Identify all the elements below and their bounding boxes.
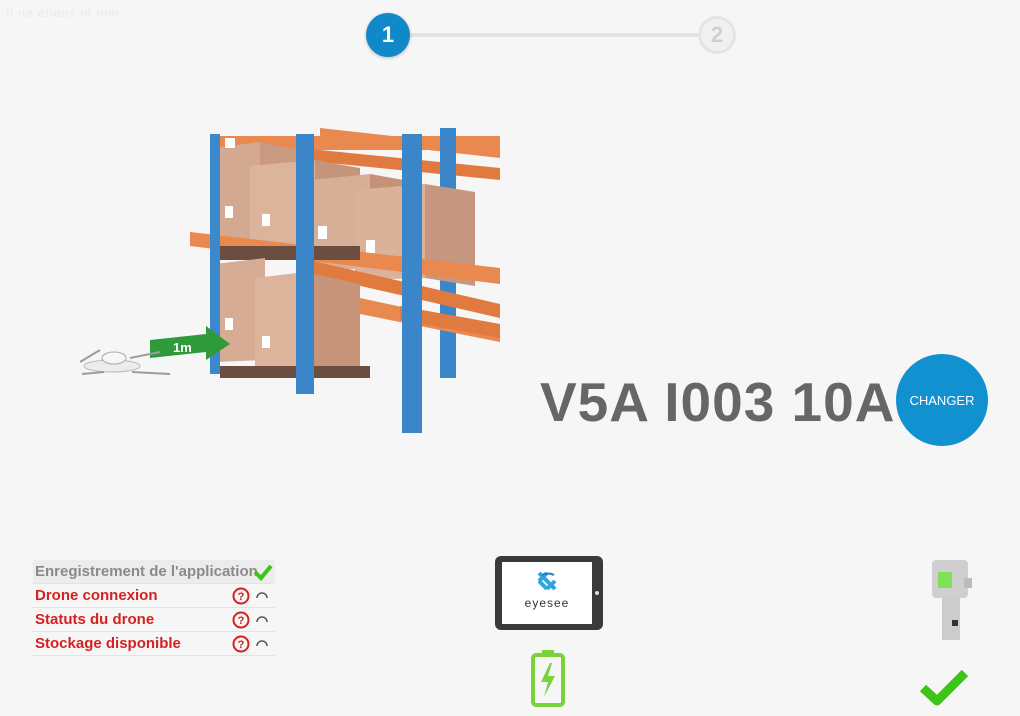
drone-icon	[79, 349, 171, 375]
svg-text:?: ?	[238, 591, 245, 603]
svg-text:?: ?	[238, 639, 245, 651]
svg-text:?: ?	[238, 615, 245, 627]
battery-charging-icon	[531, 650, 565, 707]
stepper-track	[406, 33, 706, 37]
check-item-label: Statuts du drone	[35, 611, 155, 628]
check-item-label: Drone connexion	[35, 587, 158, 604]
stepper: 1 2	[366, 12, 742, 58]
step-1-indicator[interactable]: 1	[366, 13, 410, 57]
check-item-label: Stockage disponible	[35, 635, 181, 652]
check-item-storage: Stockage disponible ?	[33, 632, 275, 656]
check-item-drone-status: Statuts du drone ?	[33, 608, 275, 632]
check-item-app-registration: Enregistrement de l'application	[33, 560, 275, 584]
check-item-label: Enregistrement de l'application	[35, 563, 258, 580]
tablet-brand-label: eyesee	[525, 596, 570, 610]
help-icon[interactable]: ?	[232, 611, 250, 629]
warehouse-illustration: 1m	[79, 128, 500, 433]
location-code: V5A I003 10A	[540, 371, 896, 433]
drone-controller-icon	[932, 560, 972, 640]
loading-spinner-icon	[256, 616, 268, 623]
loading-spinner-icon	[256, 592, 268, 599]
preflight-checklist: Enregistrement de l'application Drone co…	[33, 560, 275, 656]
help-icon[interactable]: ?	[232, 635, 250, 653]
loading-spinner-icon	[256, 640, 268, 647]
status-bar: Il ne étions nt nnn	[6, 6, 120, 20]
tablet-icon: eyesee	[495, 556, 603, 630]
eyesee-logo-icon	[537, 571, 557, 591]
checkmark-icon	[253, 564, 273, 581]
distance-label: 1m	[173, 340, 192, 355]
controller-ok-checkmark-icon	[919, 669, 969, 706]
help-icon[interactable]: ?	[232, 587, 250, 605]
step-2-indicator[interactable]: 2	[698, 16, 736, 54]
check-item-drone-connection: Drone connexion ?	[33, 584, 275, 608]
change-button[interactable]: CHANGER	[896, 354, 988, 446]
